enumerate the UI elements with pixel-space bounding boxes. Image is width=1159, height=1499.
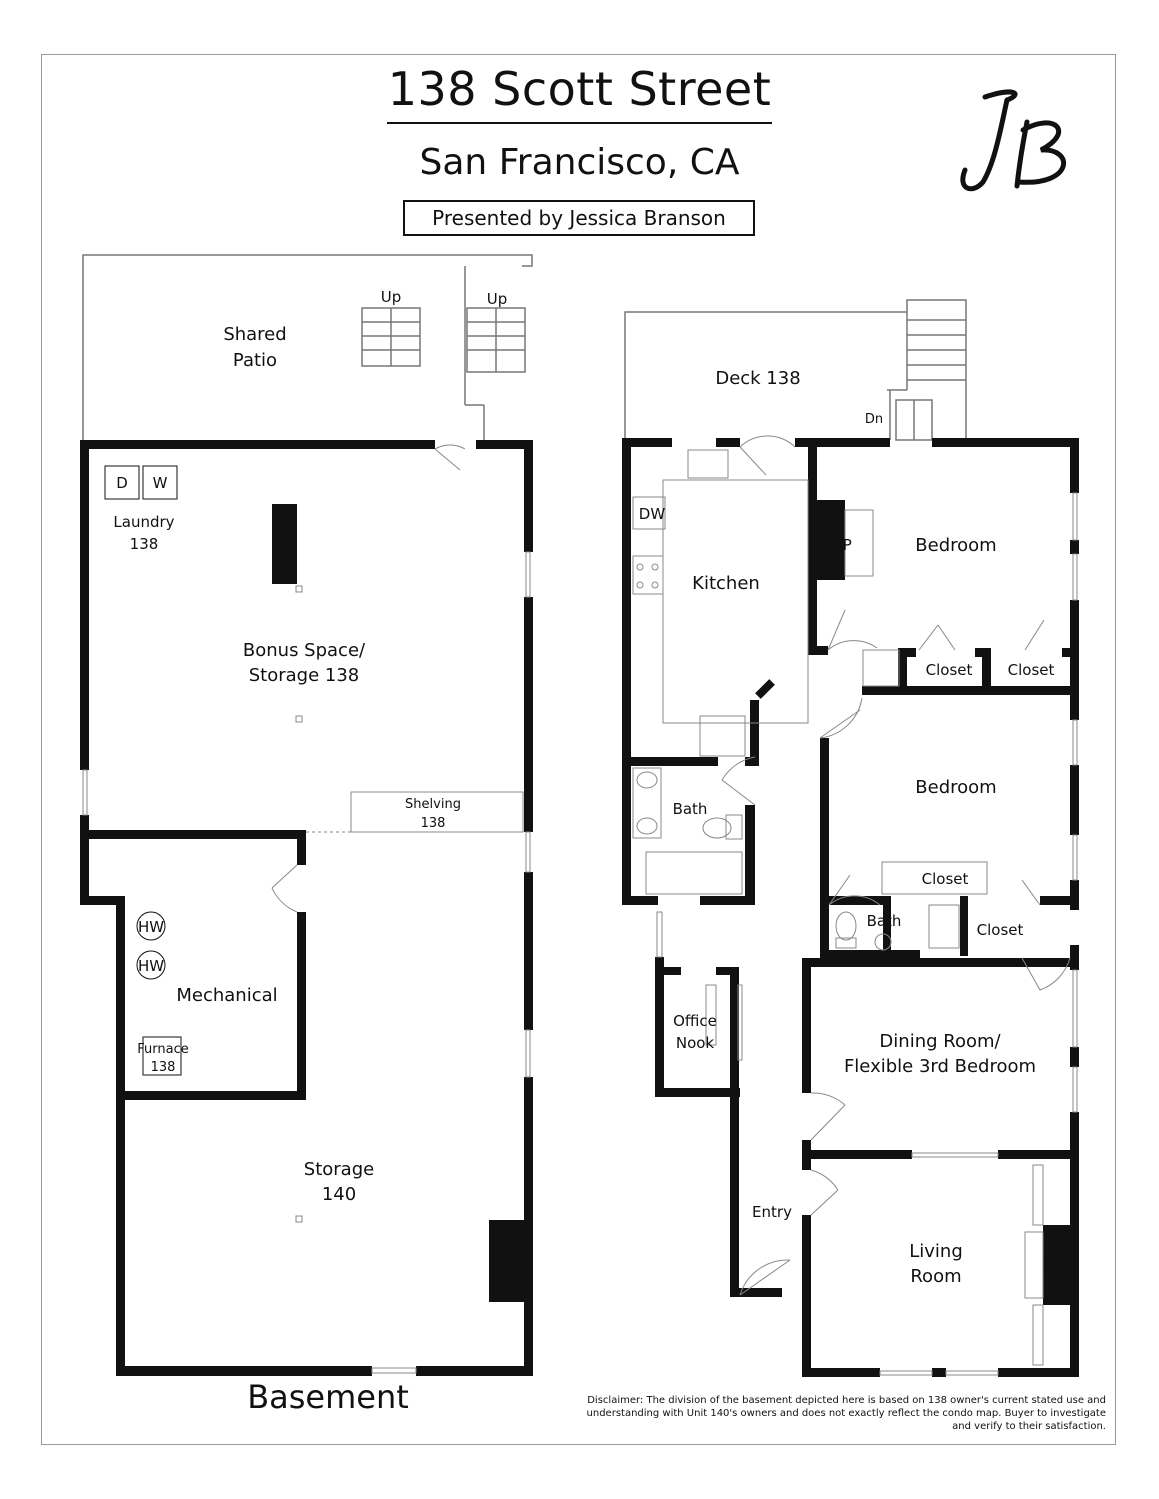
office-nook-label: Office [673, 1012, 717, 1030]
room-labels: Shared Patio Up Up D W Laundry 138 Bonus… [113, 288, 1059, 1287]
water-heater-label-2: HW [138, 957, 164, 975]
property-city: San Francisco, CA [419, 142, 740, 183]
basement-plan [80, 254, 533, 1376]
mechanical-label: Mechanical [176, 985, 277, 1006]
disclaimer-text: Disclaimer: The division of the basement… [586, 1395, 1106, 1432]
shared-patio-label: Shared [223, 324, 286, 345]
office-nook-label-2: Nook [676, 1034, 715, 1052]
laundry-label-2: 138 [130, 535, 159, 553]
bonus-space-label: Bonus Space/ [243, 640, 366, 661]
dishwasher-label: DW [639, 505, 666, 523]
dining-room-label: Dining Room/ [879, 1031, 1001, 1052]
main-floor-plan [622, 299, 1079, 1377]
bedroom-2-label: Bedroom [915, 777, 996, 798]
living-room-label-2: Room [910, 1266, 961, 1287]
jb-monogram-logo: JB [960, 89, 1067, 192]
washer-label: W [153, 474, 168, 492]
shelving-label-2: 138 [421, 816, 446, 831]
water-heater-label-1: HW [138, 918, 164, 936]
page-frame [41, 54, 1116, 1445]
closet-1-label: Closet [926, 661, 973, 679]
stair-up-label-1: Up [381, 288, 402, 306]
laundry-label: Laundry [113, 513, 174, 531]
closet-3-label: Closet [922, 870, 969, 888]
bath-1-label: Bath [673, 800, 708, 818]
shelving-label: Shelving [405, 797, 461, 812]
basement-floor-label: Basement [247, 1378, 409, 1416]
property-address: 138 Scott Street [387, 62, 772, 116]
stair-up-label-2: Up [487, 290, 508, 308]
storage-label-2: 140 [322, 1184, 356, 1205]
fireplace-label-1: FP [834, 536, 852, 554]
stair-down-label: Dn [865, 412, 883, 427]
kitchen-label: Kitchen [692, 573, 760, 594]
dryer-label: D [116, 474, 128, 492]
furnace-label-2: 138 [151, 1060, 176, 1075]
furnace-label: Furnace [137, 1042, 188, 1057]
bath-2-label: Bath [867, 912, 902, 930]
closet-2-label: Closet [1008, 661, 1055, 679]
shared-patio-label-2: Patio [233, 350, 277, 371]
dining-room-label-2: Flexible 3rd Bedroom [844, 1056, 1036, 1077]
storage-label: Storage [304, 1159, 374, 1180]
living-room-label: Living [909, 1241, 963, 1262]
deck-label: Deck 138 [715, 368, 800, 389]
presenter-box: Presented by Jessica Branson [403, 200, 755, 236]
entry-label: Entry [752, 1203, 792, 1221]
bedroom-1-label: Bedroom [915, 535, 996, 556]
title-underline [387, 122, 772, 124]
closet-4-label: Closet [977, 921, 1024, 939]
bonus-space-label-2: Storage 138 [249, 665, 360, 686]
fireplace-label-2: FP [1044, 1259, 1059, 1274]
